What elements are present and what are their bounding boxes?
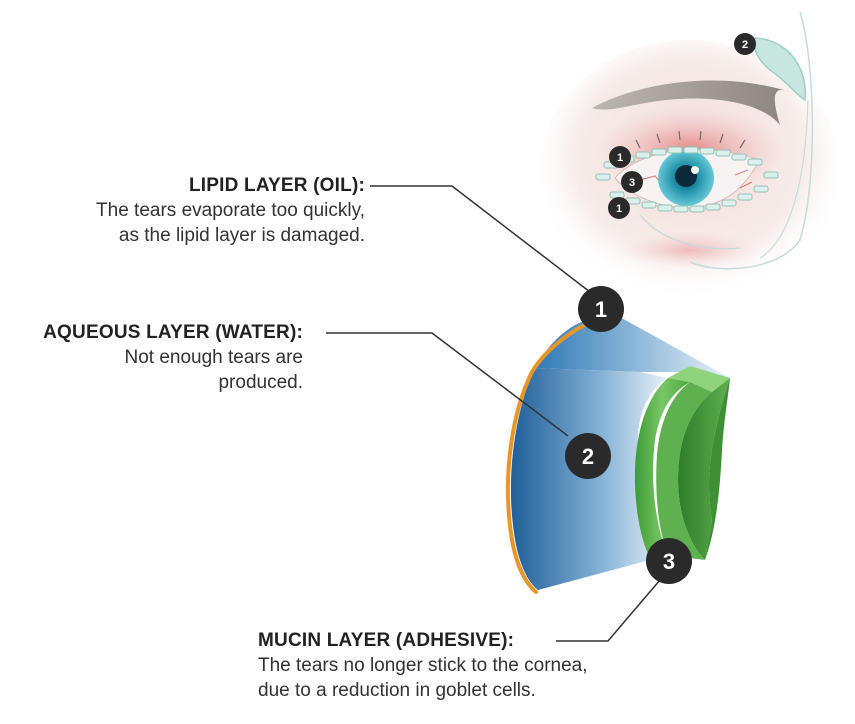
mucin-layer-top	[668, 366, 730, 392]
lipid-layer-desc-line-1: The tears evaporate too quickly,	[96, 200, 365, 221]
eye-badge-lipid-upper: 1	[609, 146, 631, 168]
leader-line-mucin	[556, 579, 661, 642]
eye-badge-mucin: 3	[621, 171, 643, 193]
lipid-layer-label: LIPID LAYER (OIL): The tears evaporate t…	[25, 173, 365, 248]
mucin-layer-label: MUCIN LAYER (ADHESIVE): The tears no lon…	[258, 628, 678, 703]
eyebrow	[592, 80, 790, 125]
mucin-layer-front	[634, 378, 690, 562]
eye-illustration: 1 3 1 2	[540, 11, 840, 300]
mucin-layer-inner	[678, 378, 730, 560]
eye-badge-aqueous: 2	[734, 33, 756, 55]
badge-aqueous: 2	[565, 433, 611, 479]
svg-text:3: 3	[663, 549, 675, 574]
svg-text:1: 1	[616, 203, 622, 215]
aqueous-layer-top	[535, 314, 730, 378]
aqueous-layer-label: AQUEOUS LAYER (WATER): Not enough tears …	[0, 320, 303, 395]
leader-lines	[326, 185, 661, 642]
leader-line-lipid	[370, 185, 591, 293]
svg-text:3: 3	[629, 177, 635, 189]
mucin-layer-desc-line-1: The tears no longer stick to the cornea,	[258, 655, 588, 676]
tear-film-layers	[505, 314, 730, 594]
aqueous-layer-title: AQUEOUS LAYER (WATER):	[43, 322, 303, 343]
lipid-layer-desc-line-2: as the lipid layer is damaged.	[118, 225, 365, 246]
eye-badge-lipid-lower: 1	[608, 197, 630, 219]
mucin-layer-title: MUCIN LAYER (ADHESIVE):	[258, 630, 515, 651]
mucin-layer-desc-line-2: due to a reduction in goblet cells.	[258, 680, 536, 701]
lipid-layer-title: LIPID LAYER (OIL):	[188, 175, 365, 196]
aqueous-layer-desc-line-1: Not enough tears are	[124, 347, 303, 368]
aqueous-layer-front	[510, 368, 668, 590]
svg-text:2: 2	[582, 444, 594, 469]
lipid-layer	[505, 314, 610, 594]
leader-line-aqueous	[326, 332, 569, 437]
aqueous-layer-desc-line-2: produced.	[218, 372, 303, 393]
svg-text:2: 2	[742, 39, 748, 51]
badge-mucin: 3	[646, 538, 692, 584]
svg-text:1: 1	[595, 297, 607, 322]
lacrimal-gland	[753, 37, 807, 102]
svg-text:1: 1	[617, 152, 623, 164]
badge-lipid: 1	[578, 286, 624, 332]
